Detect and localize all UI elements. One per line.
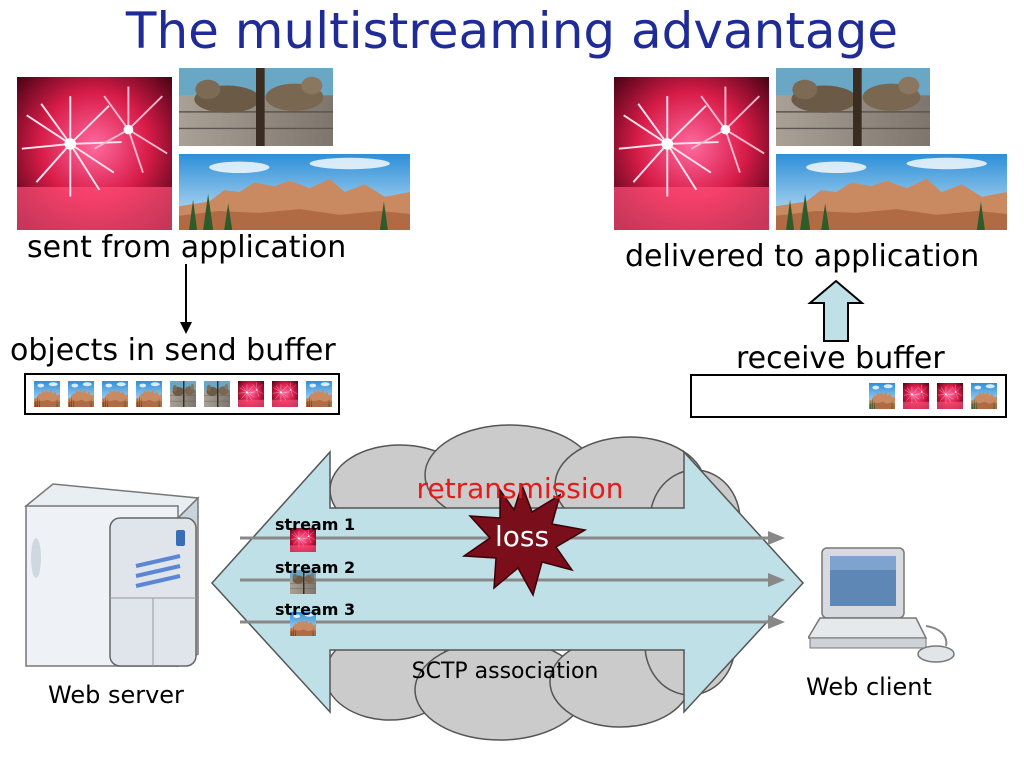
page-title: The multistreaming advantage <box>125 2 899 60</box>
buffer-object-canyon <box>971 383 997 409</box>
stream-2-label: stream 2 <box>275 558 355 577</box>
buffer-object-canyon <box>306 381 332 407</box>
server-icon <box>24 483 200 668</box>
send-buffer-label: objects in send buffer <box>10 333 336 368</box>
receive-buffer-label: receive buffer <box>736 341 945 376</box>
up-arrow <box>807 279 865 342</box>
send-buffer <box>24 373 340 415</box>
down-arrow <box>180 264 192 334</box>
association-double-arrow <box>210 450 805 714</box>
buffer-object-canyon <box>34 381 60 407</box>
sctp-network-diagram: stream 1 stream 2 stream 3 loss retransm… <box>210 424 805 741</box>
client-computer-icon <box>808 547 955 663</box>
buffer-object-canyon <box>68 381 94 407</box>
sctp-association-label: SCTP association <box>412 659 599 684</box>
delivered-fireworks-photo <box>614 77 769 230</box>
delivered-canyon-photo <box>776 154 1007 230</box>
buffer-object-fireworks <box>903 383 929 409</box>
receive-buffer <box>690 374 1007 418</box>
loss-label: loss <box>495 520 549 553</box>
buffer-object-fireworks <box>238 381 264 407</box>
buffer-object-canyon <box>869 383 895 409</box>
retransmission-label: retransmission <box>417 472 624 505</box>
web-client-label: Web client <box>806 673 932 701</box>
sent-from-application-label: sent from application <box>27 230 347 265</box>
delivered-to-application-label: delivered to application <box>625 239 980 274</box>
stream-3-label: stream 3 <box>275 600 355 619</box>
seals-photo <box>179 68 333 146</box>
web-server-label: Web server <box>48 681 184 709</box>
loss-burst <box>461 482 588 597</box>
fireworks-photo <box>17 77 172 230</box>
delivered-seals-photo <box>776 68 930 146</box>
buffer-object-canyon <box>136 381 162 407</box>
canyon-photo <box>179 154 410 230</box>
stream-1-label: stream 1 <box>275 515 355 534</box>
buffer-object-seals <box>204 381 230 407</box>
buffer-object-seals <box>170 381 196 407</box>
buffer-object-canyon <box>102 381 128 407</box>
buffer-object-fireworks <box>937 383 963 409</box>
buffer-object-fireworks <box>272 381 298 407</box>
